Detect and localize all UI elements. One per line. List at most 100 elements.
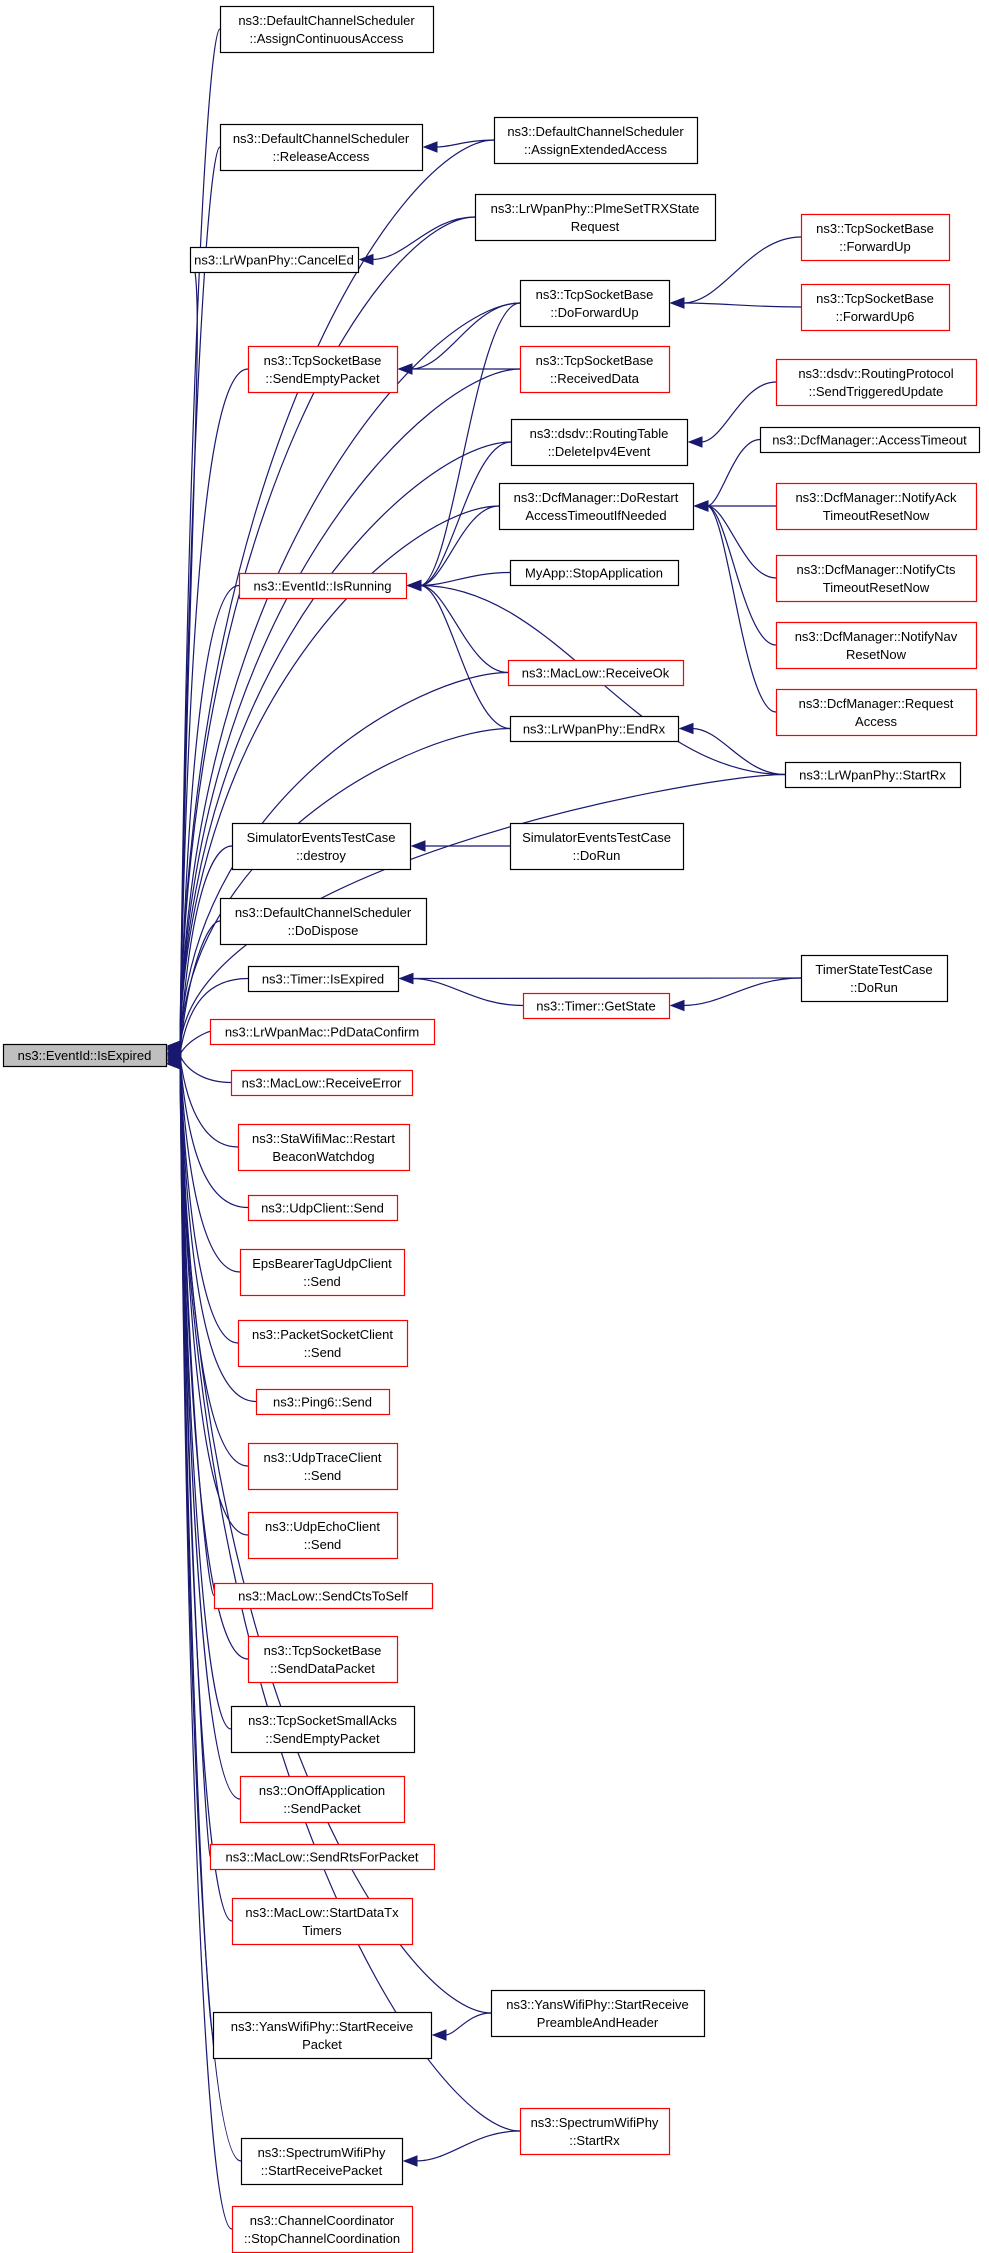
node-maclow-receiveok[interactable]: ns3::MacLow::ReceiveOk <box>507 659 685 687</box>
edge-maclow-receiveok-to-root <box>179 671 509 1048</box>
edge-tcp-forwardup6-to-tcp-doforwardup <box>682 302 802 308</box>
node-label: ns3::TcpSocketBase <box>816 221 934 236</box>
node-box <box>240 2137 404 2186</box>
node-label: ns3::Timer::IsExpired <box>262 972 384 987</box>
node-label: ns3::DcfManager::NotifyAck <box>795 490 957 505</box>
node-epsbearer-send[interactable]: EpsBearerTagUdpClient::Send <box>239 1248 406 1297</box>
node-maclow-sendrts[interactable]: ns3::MacLow::SendRtsForPacket <box>209 1843 436 1871</box>
edge-dsdv-deleteipv4-to-root <box>179 441 512 1047</box>
node-udpecho-send[interactable]: ns3::UdpEchoClient::Send <box>247 1511 399 1560</box>
node-box <box>2 1043 168 1068</box>
node-spectrum-startreceive[interactable]: ns3::SpectrumWifiPhy::StartReceivePacket <box>240 2137 404 2186</box>
node-tcp-sendempty[interactable]: ns3::TcpSocketBase::SendEmptyPacket <box>247 345 399 394</box>
node-label: MyApp::StopApplication <box>525 566 663 581</box>
node-label: ns3::TcpSocketBase <box>816 291 934 306</box>
edge-lrwpanmac-pddata-to-root <box>179 1030 211 1055</box>
node-box <box>239 1775 406 1824</box>
node-label: ns3::StaWifiMac::Restart <box>252 1131 395 1146</box>
edge-dcs-assigncont-to-root <box>179 28 221 1047</box>
node-label: ns3::TcpSocketBase <box>264 1643 382 1658</box>
edge-tstc-dorun-to-timer-getstate <box>682 977 802 1007</box>
node-tcp-senddata[interactable]: ns3::TcpSocketBase::SendDataPacket <box>247 1635 399 1684</box>
edge-timer-getstate-to-timer-isexpired <box>411 977 524 1007</box>
node-tcp-forwardup[interactable]: ns3::TcpSocketBase::ForwardUp <box>800 213 951 262</box>
arrowhead <box>669 297 685 309</box>
node-box <box>247 1511 399 1560</box>
node-box <box>800 954 949 1003</box>
arrowhead <box>431 2029 447 2041</box>
node-chancoord-stop[interactable]: ns3::ChannelCoordinator::StopChannelCoor… <box>231 2205 414 2253</box>
edge-myapp-stop-to-eventid-isrunning <box>419 571 511 587</box>
node-myapp-stop[interactable]: MyApp::StopApplication <box>509 559 680 587</box>
node-dcs-assignext[interactable]: ns3::DefaultChannelScheduler::AssignExte… <box>493 116 699 165</box>
node-dsdv-deleteipv4[interactable]: ns3::dsdv::RoutingTable::DeleteIpv4Event <box>510 418 689 467</box>
node-maclow-receiveerror[interactable]: ns3::MacLow::ReceiveError <box>230 1069 414 1097</box>
node-label: EpsBearerTagUdpClient <box>252 1256 392 1271</box>
node-dcf-dorestart[interactable]: ns3::DcfManager::DoRestartAccessTimeoutI… <box>498 482 695 531</box>
node-onoff-sendpacket[interactable]: ns3::OnOffApplication::SendPacket <box>239 1775 406 1824</box>
edge-tcp-senddata-to-root <box>179 1063 249 1660</box>
node-tstc-dorun[interactable]: TimerStateTestCase::DoRun <box>800 954 949 1003</box>
node-label: ns3::MacLow::StartDataTx <box>245 1905 399 1920</box>
edge-maclow-receiveerror-to-root <box>179 1055 232 1084</box>
node-dcs-dodispose[interactable]: ns3::DefaultChannelScheduler::DoDispose <box>219 897 428 946</box>
node-label: ::SendPacket <box>283 1801 361 1816</box>
node-dcf-accesstimeout[interactable]: ns3::DcfManager::AccessTimeout <box>759 426 981 454</box>
edge-tcp-doforwardup-to-root <box>179 302 521 1047</box>
node-box <box>209 1843 436 1871</box>
node-maclow-sendcts[interactable]: ns3::MacLow::SendCtsToSelf <box>213 1582 434 1610</box>
arrowhead <box>669 999 685 1012</box>
node-tcp-forwardup6[interactable]: ns3::TcpSocketBase::ForwardUp6 <box>800 283 951 332</box>
node-label: ns3::Ping6::Send <box>273 1395 372 1410</box>
node-label: ::Send <box>303 1274 341 1289</box>
node-udpclient-send[interactable]: ns3::UdpClient::Send <box>247 1194 399 1222</box>
node-eventid-isrunning[interactable]: ns3::EventId::IsRunning <box>238 572 408 600</box>
node-dcf-notifycts[interactable]: ns3::DcfManager::NotifyCtsTimeoutResetNo… <box>775 554 978 603</box>
edge-dcf-request-to-dcf-dorestart <box>706 505 777 713</box>
node-label: ::Send <box>304 1345 342 1360</box>
edge-dsdv-deleteipv4-to-eventid-isrunning <box>419 441 512 587</box>
node-lrwpan-endrx[interactable]: ns3::LrWpanPhy::EndRx <box>509 715 680 743</box>
node-yans-startreceive[interactable]: ns3::YansWifiPhy::StartReceivePacket <box>212 2011 433 2060</box>
node-label: ::Send <box>304 1537 342 1552</box>
edge-packetsocket-send-to-root <box>179 1060 239 1344</box>
node-box <box>189 246 360 274</box>
node-setc-dorun[interactable]: SimulatorEventsTestCase::DoRun <box>509 822 685 871</box>
edge-tcp-doforwardup-to-tcp-sendempty <box>410 302 521 370</box>
node-lrwpan-startrx[interactable]: ns3::LrWpanPhy::StartRx <box>784 761 962 789</box>
node-lrwpanmac-pddata[interactable]: ns3::LrWpanMac::PdDataConfirm <box>209 1018 436 1046</box>
node-dcs-assigncont[interactable]: ns3::DefaultChannelScheduler::AssignCont… <box>219 5 435 54</box>
node-label: ns3::DcfManager::Request <box>799 696 954 711</box>
edge-maclow-startdatatx-to-root <box>179 1063 233 1922</box>
node-label: ::SendDataPacket <box>270 1661 375 1676</box>
node-yans-preamble[interactable]: ns3::YansWifiPhy::StartReceivePreambleAn… <box>490 1989 706 2038</box>
arrowhead <box>398 972 414 985</box>
node-tcp-receiveddata[interactable]: ns3::TcpSocketBase::ReceivedData <box>519 345 671 394</box>
node-tcpsmallacks-sendempty[interactable]: ns3::TcpSocketSmallAcks::SendEmptyPacket <box>230 1705 416 1754</box>
node-dcf-notifyack[interactable]: ns3::DcfManager::NotifyAckTimeoutResetNo… <box>775 482 978 531</box>
node-tcp-doforwardup[interactable]: ns3::TcpSocketBase::DoForwardUp <box>519 279 671 328</box>
node-setc-destroy[interactable]: SimulatorEventsTestCase::destroy <box>231 822 412 871</box>
edge-tstc-dorun-to-timer-isexpired <box>411 977 802 980</box>
node-lrwpan-canceled[interactable]: ns3::LrWpanPhy::CancelEd <box>189 246 360 274</box>
node-packetsocket-send[interactable]: ns3::PacketSocketClient::Send <box>237 1319 409 1368</box>
node-label: ns3::SpectrumWifiPhy <box>258 2145 386 2160</box>
node-timer-isexpired[interactable]: ns3::Timer::IsExpired <box>247 965 400 993</box>
node-label: ns3::MacLow::SendRtsForPacket <box>226 1850 419 1865</box>
node-dcs-release[interactable]: ns3::DefaultChannelScheduler::ReleaseAcc… <box>219 123 424 172</box>
node-label: ns3::DcfManager::AccessTimeout <box>772 433 967 448</box>
node-label: ns3::DcfManager::DoRestart <box>514 490 679 505</box>
node-udptrace-send[interactable]: ns3::UdpTraceClient::Send <box>247 1442 399 1491</box>
node-box <box>519 279 671 328</box>
node-dsdv-sendtrig[interactable]: ns3::dsdv::RoutingProtocol::SendTriggere… <box>775 358 978 407</box>
node-spectrum-startrx[interactable]: ns3::SpectrumWifiPhy::StartRx <box>519 2107 671 2156</box>
node-timer-getstate[interactable]: ns3::Timer::GetState <box>522 992 671 1020</box>
node-ping6-send[interactable]: ns3::Ping6::Send <box>255 1388 391 1416</box>
node-label: ns3::DcfManager::NotifyNav <box>795 629 958 644</box>
